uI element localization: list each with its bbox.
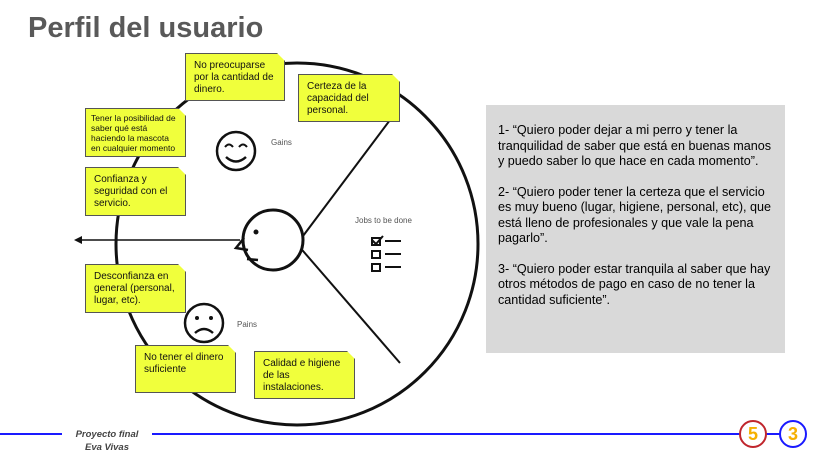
- footer-line-right: [152, 433, 792, 435]
- quote-1: 1- “Quiero poder dejar a mi perro y tene…: [498, 123, 772, 168]
- smiley-icon: [215, 130, 257, 172]
- footer-project: Proyecto final: [75, 429, 139, 440]
- page-badge-tens: 5: [739, 420, 767, 448]
- note-pain-calidad: Calidad e higiene de las instalaciones.: [254, 351, 355, 399]
- quote-3: 3- “Quiero poder estar tranquila al sabe…: [498, 261, 771, 307]
- head-icon: [233, 208, 305, 272]
- footer-line-left: [0, 433, 62, 435]
- note-gain-certeza: Certeza de la capacidad del personal.: [298, 74, 400, 122]
- profile-circle: [114, 61, 480, 427]
- jobs-label: Jobs to be done: [355, 216, 412, 225]
- sad-face-icon: [183, 302, 225, 344]
- footer-credits: Proyecto final Eva Vivas: [62, 428, 152, 454]
- page-badge-units: 3: [779, 420, 807, 448]
- quote-2: 2- “Quiero poder tener la certeza que el…: [498, 184, 772, 246]
- gains-label: Gains: [271, 138, 292, 147]
- note-gain-confianza: Confianza y seguridad con el servicio.: [85, 167, 186, 216]
- quotes-panel: 1- “Quiero poder dejar a mi perro y tene…: [486, 105, 785, 353]
- note-pain-desconfianza: Desconfianza en general (personal, lugar…: [85, 264, 186, 313]
- footer-author: Eva Vivas: [84, 442, 130, 453]
- page-title: Perfil del usuario: [28, 12, 264, 44]
- pains-label: Pains: [237, 320, 258, 329]
- divider-line-bottom: [296, 243, 401, 364]
- note-gain-dinero: No preocuparse por la cantidad de dinero…: [185, 53, 285, 101]
- note-gain-posibilidad: Tener la posibilidad de saber qué está h…: [85, 108, 186, 157]
- checklist-icon: [371, 235, 401, 272]
- divider-line-top: [296, 119, 391, 245]
- note-pain-dinero: No tener el dinero suficiente: [135, 345, 236, 393]
- arrow-head-icon: [74, 236, 82, 244]
